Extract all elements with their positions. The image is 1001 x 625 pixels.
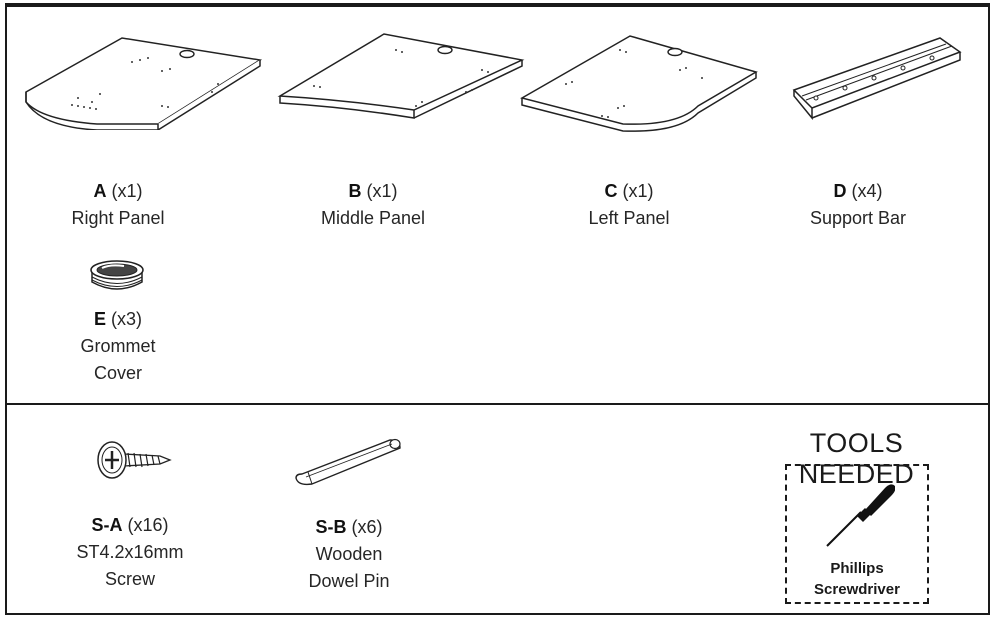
part-label-b: B (x1) Middle Panel [320, 181, 426, 228]
parts-list-frame [5, 3, 990, 615]
part-label-d: D (x4) Support Bar [809, 181, 907, 228]
tool-box-phillips-screwdriver: Phillips Screwdriver [785, 464, 929, 604]
middle-panel-illustration [277, 33, 525, 119]
left-panel-illustration [520, 35, 758, 132]
section-divider [5, 403, 990, 405]
part-label-c: C (x1) Left Panel [588, 181, 670, 228]
part-label-e: E (x3) Grommet Cover [80, 309, 156, 383]
hardware-label-s-b: S-B (x6) Wooden Dowel Pin [308, 517, 390, 591]
grommet-cover-illustration [90, 260, 144, 290]
dowel-pin-illustration [295, 438, 401, 486]
support-bar-illustration [792, 37, 962, 121]
part-label-a: A (x1) Right Panel [71, 181, 165, 228]
tool-name-phillips-screwdriver: Phillips Screwdriver [814, 560, 900, 598]
screw-illustration [97, 441, 172, 479]
phillips-screwdriver-icon [826, 484, 895, 547]
hardware-label-s-a: S-A (x16) ST4.2x16mm Screw [76, 515, 184, 589]
right-panel-illustration [25, 37, 263, 130]
